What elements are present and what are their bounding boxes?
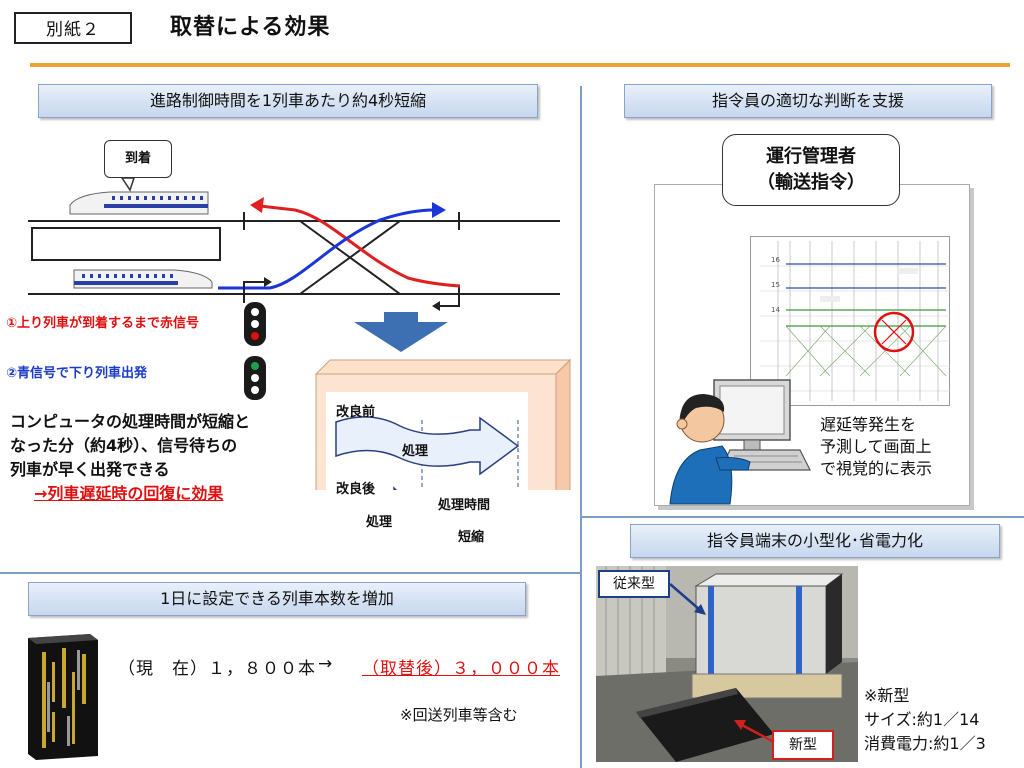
section-heading-train-count: 1日に設定できる列車本数を増加 bbox=[28, 582, 526, 616]
track-diagram bbox=[28, 177, 572, 490]
box-side bbox=[555, 358, 571, 490]
signal-red bbox=[244, 302, 266, 346]
platform bbox=[31, 227, 221, 261]
after-train-count: （取替後）３，０００本 bbox=[362, 659, 560, 679]
after-process-label: 処理 bbox=[366, 515, 393, 530]
screen-desc-line-3: で視覚的に表示 bbox=[820, 459, 933, 478]
spec-size: サイズ:約1／14 bbox=[864, 710, 980, 729]
chart-tick-14: 14 bbox=[771, 306, 780, 314]
page-title: 取替による効果 bbox=[170, 15, 331, 40]
before-process-label: 処理 bbox=[402, 444, 429, 459]
shortened-label: 短縮 bbox=[458, 530, 485, 545]
role-line-2: （輸送指令） bbox=[757, 172, 865, 193]
before-process-arrow bbox=[335, 416, 520, 476]
box-top bbox=[314, 359, 572, 375]
description-effect: →列車遅延時の回復に効果 bbox=[34, 484, 224, 503]
upper-train bbox=[69, 191, 209, 215]
count-arrow: → bbox=[318, 654, 333, 674]
screen-description: 遅延等発生を 予測して画面上 で視覚的に表示 bbox=[820, 414, 932, 480]
down-arrow bbox=[354, 312, 448, 352]
section-heading-terminal: 指令員端末の小型化･省電力化 bbox=[630, 524, 1000, 558]
step2-text: ②青信号で下り列車出発 bbox=[6, 366, 148, 381]
role-box: 運行管理者 （輸送指令） bbox=[722, 134, 900, 206]
before-label: 改良前 bbox=[336, 405, 376, 420]
description-block: コンピュータの処理時間が短縮と なった分（約4秒）、信号待ちの 列車が早く出発で… bbox=[10, 410, 250, 506]
new-terminal-pointer bbox=[734, 720, 775, 744]
step1-text: ①上り列車が到着するまで赤信号 bbox=[6, 316, 200, 331]
chart-tick-16: 16 bbox=[771, 256, 780, 264]
old-terminal-pointer bbox=[669, 583, 706, 615]
header-rule bbox=[30, 63, 1010, 67]
arrival-label: 到着 bbox=[124, 151, 151, 166]
operator-illustration bbox=[669, 379, 811, 505]
section-heading-operator-support: 指令員の適切な判断を支援 bbox=[624, 84, 992, 118]
after-process-arrow bbox=[393, 486, 398, 490]
spec-title: ※新型 bbox=[864, 686, 910, 705]
red-route-arrow bbox=[259, 204, 461, 288]
after-label: 改良後 bbox=[336, 482, 376, 497]
document-tag: 別紙２ bbox=[14, 12, 132, 44]
current-train-count: （現 在）１，８００本 bbox=[118, 659, 316, 679]
old-terminal-unit bbox=[695, 585, 827, 675]
crossover-line-2 bbox=[299, 220, 401, 295]
vertical-divider bbox=[580, 86, 582, 768]
count-note: ※回送列車等含む bbox=[400, 706, 518, 724]
delay-highlight-circle bbox=[873, 311, 915, 353]
screen-desc-line-1: 遅延等発生を bbox=[820, 415, 917, 434]
spec-power: 消費電力:約1／3 bbox=[864, 734, 986, 753]
section-heading-route-control: 進路制御時間を1列車あたり約4秒短縮 bbox=[38, 84, 538, 118]
description-line-1: コンピュータの処理時間が短縮と bbox=[10, 412, 251, 431]
timetable-chart-graphic bbox=[750, 236, 950, 406]
role-line-1: 運行管理者 bbox=[766, 146, 856, 167]
speech-bubble-tail bbox=[120, 177, 136, 192]
processing-time-label: 処理時間 bbox=[438, 498, 491, 513]
right-horizontal-divider bbox=[582, 516, 1024, 518]
description-line-2: なった分（約4秒）、信号待ちの bbox=[10, 436, 238, 455]
lower-train bbox=[73, 269, 213, 289]
old-terminal-label: 従来型 bbox=[598, 570, 670, 598]
signal-green bbox=[244, 356, 266, 400]
new-terminal-label: 新型 bbox=[772, 730, 834, 760]
left-horizontal-divider bbox=[0, 572, 580, 574]
blue-route-arrow bbox=[218, 208, 435, 290]
screen-desc-line-2: 予測して画面上 bbox=[820, 437, 932, 456]
description-line-3: 列車が早く出発できる bbox=[10, 460, 170, 479]
arrival-speech-bubble: 到着 bbox=[104, 140, 172, 178]
chart-tick-15: 15 bbox=[771, 281, 780, 289]
new-terminal-spec: ※新型 サイズ:約1／14 消費電力:約1／3 bbox=[864, 684, 986, 756]
server-rack-icon bbox=[28, 634, 98, 760]
